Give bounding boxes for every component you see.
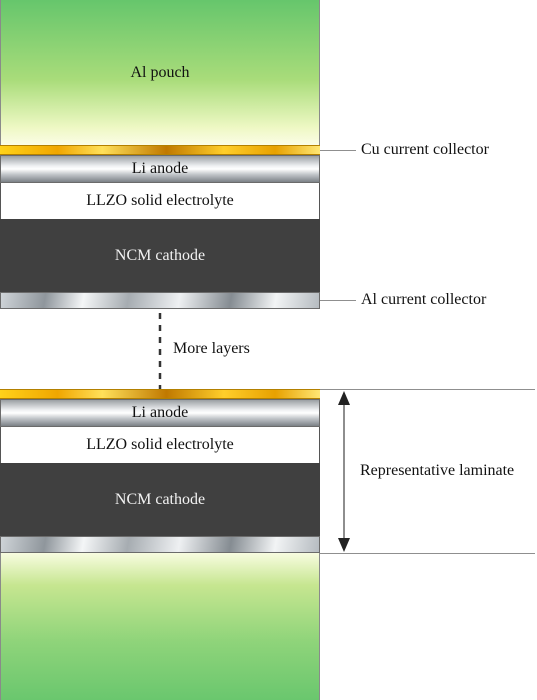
cu-current-collector-top — [0, 145, 320, 155]
ncm-cathode-bottom — [0, 463, 320, 536]
laminate-top-line — [320, 389, 535, 390]
li-anode-bottom — [0, 399, 320, 427]
llzo-electrolyte-top — [0, 183, 320, 219]
ncm-cathode-label-top: NCM cathode — [114, 247, 206, 264]
al-current-collector-top — [0, 292, 320, 309]
cu-current-collector-bottom — [0, 389, 320, 399]
li-anode-top — [0, 155, 320, 183]
more-layers-label: More layers — [173, 340, 250, 357]
laminate-double-arrow — [338, 391, 350, 552]
cu-current-collector-label: Cu current collector — [361, 141, 489, 158]
llzo-electrolyte-bottom — [0, 427, 320, 463]
li-anode-label-bottom: Li anode — [131, 404, 189, 421]
al-callout-line — [320, 300, 356, 301]
li-anode-label-top: Li anode — [131, 160, 189, 177]
al-pouch-label: Al pouch — [130, 64, 190, 81]
llzo-electrolyte-label-top: LLZO solid electrolyte — [86, 192, 234, 209]
representative-laminate-label: Representative laminate — [360, 462, 515, 479]
al-pouch-top — [0, 0, 320, 145]
llzo-electrolyte-label-bottom: LLZO solid electrolyte — [86, 436, 234, 453]
laminate-bottom-line — [320, 553, 535, 554]
more-layers-dashed-line — [158, 313, 162, 389]
ncm-cathode-top — [0, 219, 320, 292]
cu-callout-line — [320, 150, 356, 151]
al-current-collector-bottom — [0, 536, 320, 553]
al-pouch-bottom — [0, 553, 320, 700]
ncm-cathode-label-bottom: NCM cathode — [114, 491, 206, 508]
al-current-collector-label: Al current collector — [361, 291, 487, 308]
